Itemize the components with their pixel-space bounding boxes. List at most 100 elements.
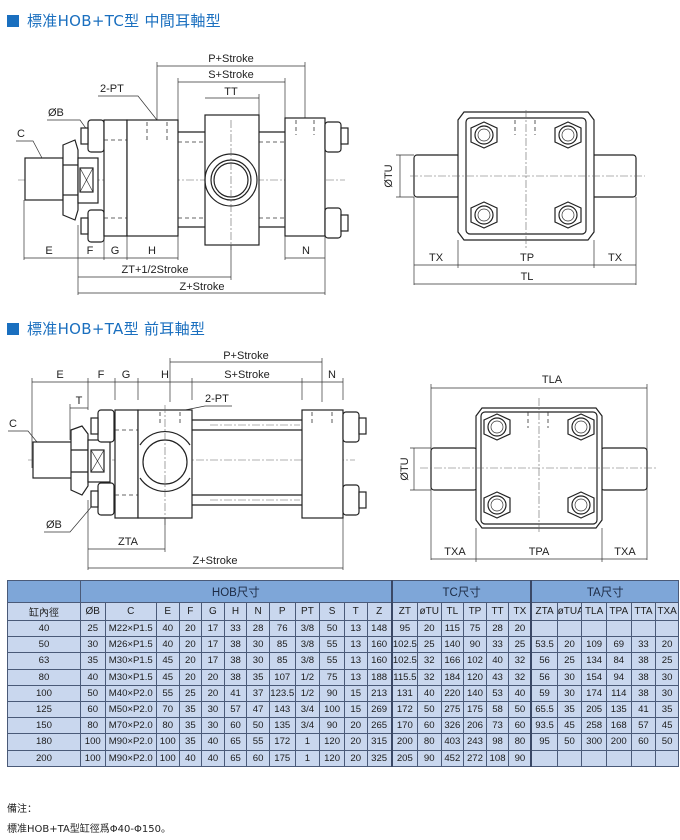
table-cell: 28 <box>246 619 270 638</box>
table-cell: 50 <box>319 619 345 638</box>
label-ob: ØB <box>46 519 62 531</box>
table-cell: 84 <box>605 652 632 670</box>
table-cell: 20 <box>343 749 368 767</box>
label-s-stroke: S+Stroke <box>224 369 270 381</box>
table-cell: 325 <box>366 749 393 767</box>
table-cell: 150 <box>7 717 81 735</box>
label-zta: ZTA <box>118 536 139 548</box>
table-cell: 25 <box>178 684 203 702</box>
table-cell: 17 <box>201 619 225 638</box>
table-cell: 80 <box>416 733 442 751</box>
column-header: TX <box>508 602 532 621</box>
table-cell: 50 <box>79 684 106 702</box>
table-cell: 100 <box>155 733 180 751</box>
notes-heading: 備注： <box>7 804 37 815</box>
column-header: P <box>268 602 296 621</box>
table-cell: 55 <box>319 636 345 654</box>
table-cell: 205 <box>390 749 418 767</box>
table-cell: 38 <box>223 636 248 654</box>
table-cell: 30 <box>655 684 679 702</box>
table-cell: 30 <box>655 668 679 686</box>
table-cell: 20 <box>508 619 532 638</box>
table-cell <box>630 619 657 638</box>
table-cell <box>581 749 607 767</box>
table-cell: 135 <box>268 717 296 735</box>
table-cell: 50 <box>508 700 532 719</box>
group-header-tc: TC尺寸 <box>390 580 532 603</box>
table-cell: 60 <box>508 717 532 735</box>
table-cell: 1 <box>294 749 321 767</box>
table-cell: 20 <box>201 668 225 686</box>
table-cell: 45 <box>155 652 180 670</box>
table-cell: 94 <box>605 668 632 686</box>
table-cell: 168 <box>605 717 632 735</box>
table-cell: 17 <box>201 652 225 670</box>
column-header: øTUA <box>556 602 583 621</box>
table-group-header-row: HOB尺寸 TC尺寸 TA尺寸 <box>7 580 680 603</box>
label-f: F <box>87 245 94 257</box>
table-cell: 100 <box>319 700 345 719</box>
table-cell: 20 <box>178 619 203 638</box>
table-cell: 41 <box>223 684 248 702</box>
table-cell: 55 <box>246 733 270 751</box>
label-n: N <box>328 369 336 381</box>
table-cell: 172 <box>390 700 418 719</box>
column-header: N <box>246 602 270 621</box>
table-cell: 205 <box>581 700 607 719</box>
table-cell: 188 <box>366 668 393 686</box>
section-title-ta: 標准HOB+TA型 前耳軸型 <box>7 318 205 339</box>
table-cell: 90 <box>319 717 345 735</box>
table-cell: M90×P2.0 <box>104 733 157 751</box>
table-cell: 154 <box>581 668 607 686</box>
table-cell: 35 <box>556 700 583 719</box>
table-cell: 30 <box>246 636 270 654</box>
table-cell: 102.5 <box>390 636 418 654</box>
label-tla: TLA <box>542 374 563 386</box>
table-cell: 70 <box>155 700 180 719</box>
table-cell: 33 <box>630 636 657 654</box>
table-cell: 45 <box>556 717 583 735</box>
table-cell <box>556 749 583 767</box>
table-cell: 85 <box>268 652 296 670</box>
table-cell: 80 <box>508 733 532 751</box>
table-cell: 100 <box>79 749 106 767</box>
column-header: ZTA <box>530 602 558 621</box>
notes-text: 標准HOB+TA型缸徑爲Φ40-Φ150。 <box>7 824 171 835</box>
table-cell: 35 <box>178 700 203 719</box>
table-cell: 38 <box>223 668 248 686</box>
table-cell: 50 <box>655 733 679 751</box>
table-cell: 40 <box>178 749 203 767</box>
table-cell: 20 <box>416 619 442 638</box>
table-cell: 38 <box>630 668 657 686</box>
square-bullet-icon <box>7 322 19 335</box>
table-cell: 38 <box>630 684 657 702</box>
tc-side-view-drawing: P+Stroke S+Stroke TT 2-PT ØB C <box>16 53 349 295</box>
column-header: T <box>343 602 368 621</box>
table-cell: 32 <box>508 668 532 686</box>
table-cell: 120 <box>463 668 487 686</box>
table-cell: 166 <box>440 652 465 670</box>
table-cell: 40 <box>155 636 180 654</box>
table-cell: 60 <box>630 733 657 751</box>
table-cell: 131 <box>390 684 418 702</box>
table-cell: 20 <box>178 652 203 670</box>
table-cell: 272 <box>463 749 487 767</box>
table-cell: 206 <box>463 717 487 735</box>
table-cell: 20 <box>201 684 225 702</box>
column-header: E <box>155 602 180 621</box>
label-txa-right: TXA <box>614 546 636 558</box>
table-cell <box>605 749 632 767</box>
table-cell: 59 <box>530 684 558 702</box>
label-c: C <box>9 418 17 430</box>
table-cell: 60 <box>416 717 442 735</box>
table-cell: 55 <box>319 652 345 670</box>
hex-nut-icon <box>554 201 582 229</box>
table-cell: 452 <box>440 749 465 767</box>
table-cell: 102 <box>463 652 487 670</box>
table-cell: 123.5 <box>268 684 296 702</box>
hex-nut-icon <box>567 413 595 441</box>
